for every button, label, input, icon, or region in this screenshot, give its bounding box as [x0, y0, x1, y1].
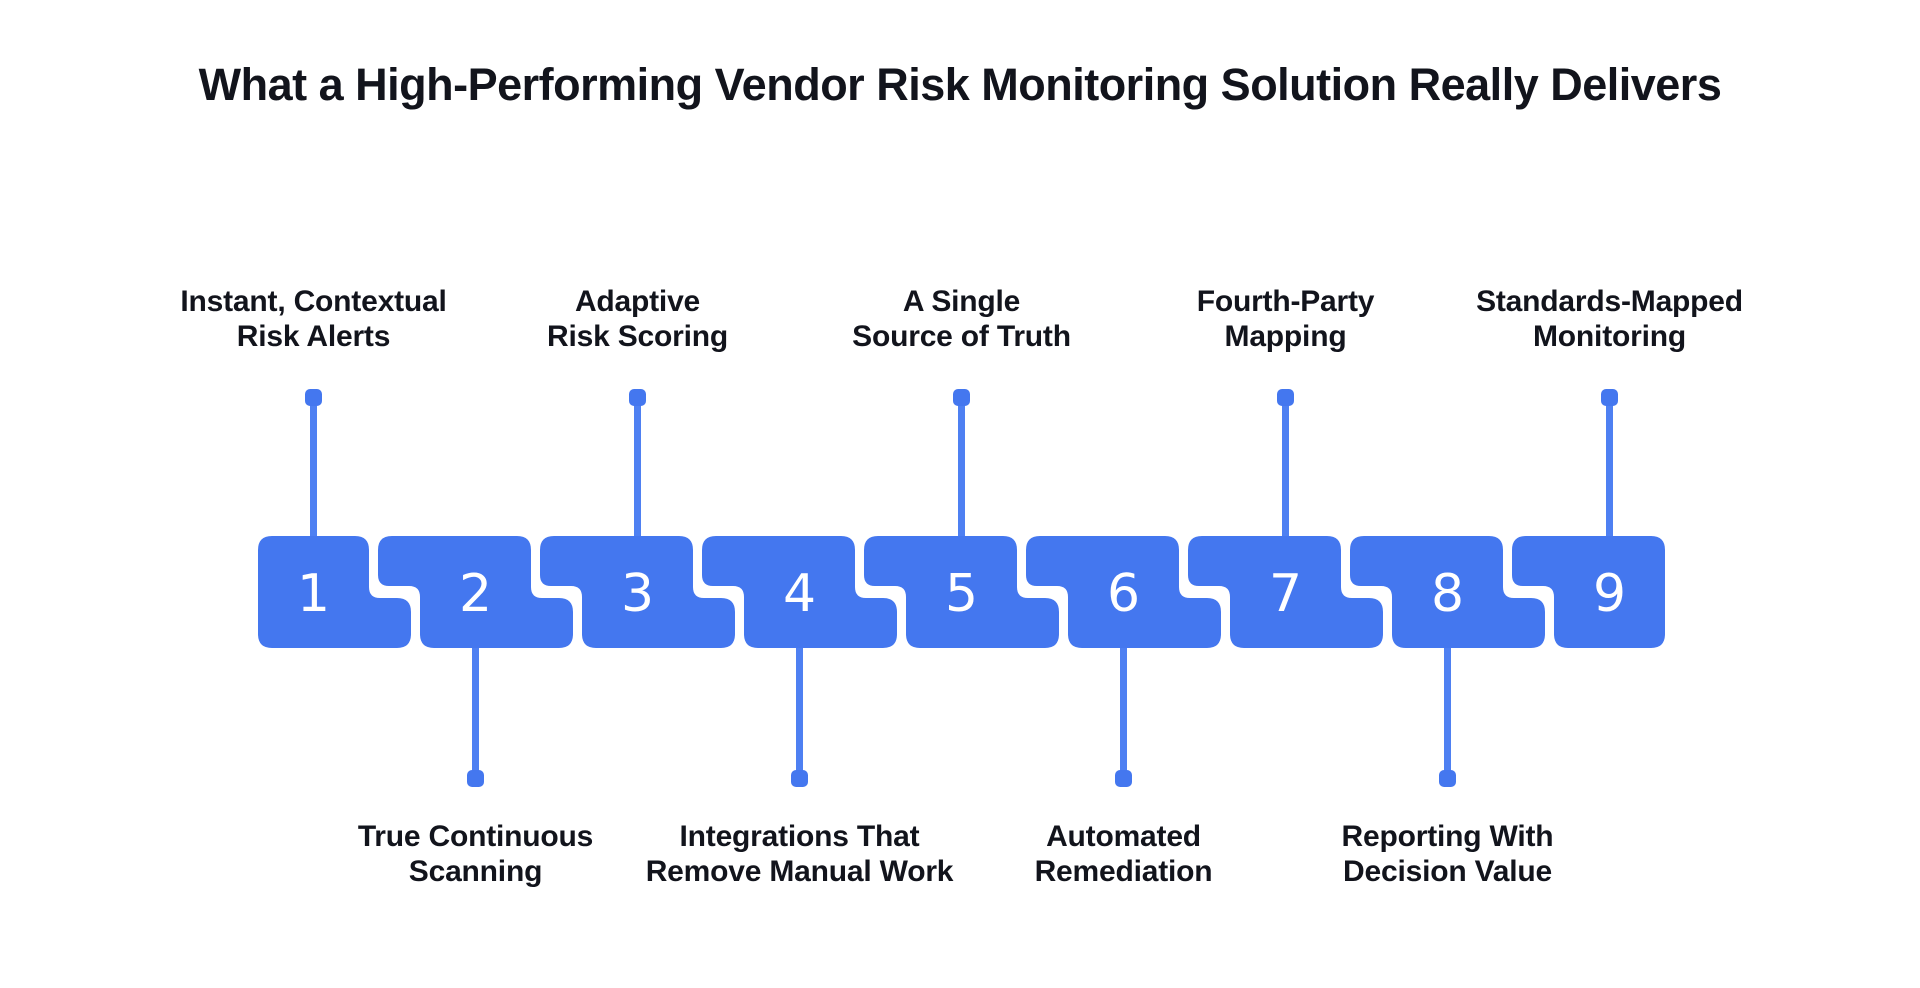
label-line: Adaptive [574, 285, 701, 318]
step-number: 9 [1593, 564, 1626, 624]
connector-line [796, 648, 803, 772]
step-number: 1 [297, 564, 330, 624]
label-line: Fourth-Party [1196, 285, 1375, 318]
label-line: A Single [902, 285, 1021, 318]
step-piece-8 [1350, 536, 1545, 648]
step-group-9: 9 [1512, 389, 1665, 648]
connector-line [1606, 404, 1613, 536]
label-line: Remediation [1034, 855, 1213, 888]
label-line: Reporting With [1341, 820, 1554, 853]
step-number: 6 [1107, 564, 1140, 624]
step-piece-1 [258, 536, 411, 648]
label-line: Instant, Contextual [180, 285, 447, 318]
step-piece-2 [378, 536, 573, 648]
connector-line [310, 404, 317, 536]
step-piece-9 [1512, 536, 1665, 648]
step-group-8: 8 [1350, 536, 1545, 787]
step-number: 5 [945, 564, 978, 624]
label-line: True Continuous [357, 820, 594, 853]
step-piece-5 [864, 536, 1059, 648]
label-line: Risk Alerts [236, 320, 391, 353]
step-number: 8 [1431, 564, 1464, 624]
connector-cap [1277, 389, 1294, 406]
connector-cap [629, 389, 646, 406]
step-number: 4 [783, 564, 816, 624]
step-group-3: 3 [540, 389, 735, 648]
label-line: Integrations That [679, 820, 920, 853]
label-line: Monitoring [1533, 320, 1686, 353]
connector-cap [1115, 770, 1132, 787]
step-group-1: 1 [258, 389, 411, 648]
label-line: Standards-Mapped [1476, 285, 1743, 318]
step-group-6: 6 [1026, 536, 1221, 787]
connector-cap [1601, 389, 1618, 406]
label-line: Risk Scoring [547, 320, 728, 353]
label-line: Remove Manual Work [645, 855, 954, 888]
connector-line [1120, 648, 1127, 772]
label-line: Decision Value [1343, 855, 1552, 888]
label-line: Scanning [408, 855, 543, 888]
connector-line [958, 404, 965, 536]
connector-cap [1439, 770, 1456, 787]
step-number: 2 [459, 564, 492, 624]
connector-line [1444, 648, 1451, 772]
connector-cap [953, 389, 970, 406]
step-piece-4 [702, 536, 897, 648]
step-number: 7 [1269, 564, 1302, 624]
connector-line [634, 404, 641, 536]
step-group-4: 4 [702, 536, 897, 787]
label-line: Mapping [1224, 320, 1347, 353]
step-group-7: 7 [1188, 389, 1383, 648]
connector-cap [305, 389, 322, 406]
page-title: What a High-Performing Vendor Risk Monit… [198, 59, 1722, 110]
connector-line [472, 648, 479, 772]
step-number: 3 [621, 564, 654, 624]
connector-line [1282, 404, 1289, 536]
label-line: Automated [1046, 820, 1201, 853]
step-piece-3 [540, 536, 735, 648]
step-group-5: 5 [864, 389, 1059, 648]
step-piece-6 [1026, 536, 1221, 648]
step-piece-7 [1188, 536, 1383, 648]
connector-cap [791, 770, 808, 787]
connector-cap [467, 770, 484, 787]
label-line: Source of Truth [852, 320, 1071, 353]
step-group-2: 2 [378, 536, 573, 787]
